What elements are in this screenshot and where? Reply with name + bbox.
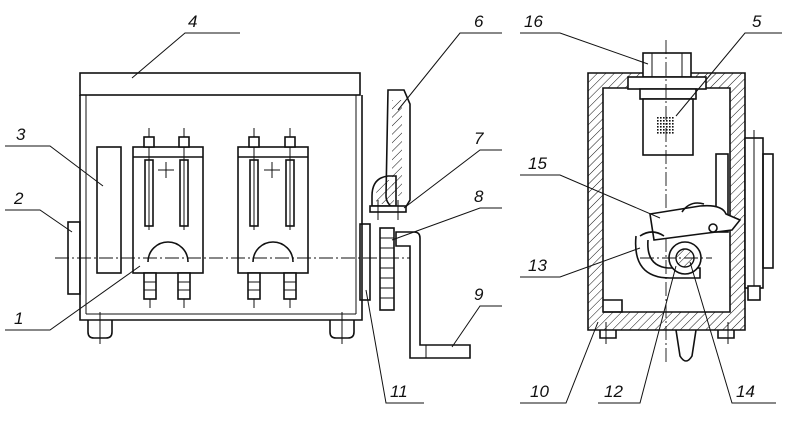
label-13: 13 (528, 256, 547, 275)
leader-lines (5, 32, 782, 404)
bearing (359, 223, 371, 301)
label-16: 16 (524, 12, 543, 31)
pendant (675, 329, 697, 362)
label-2: 2 (13, 189, 24, 208)
gear (379, 227, 395, 311)
side-section-view (587, 40, 774, 365)
front-view (55, 72, 471, 359)
module-1 (132, 128, 204, 308)
module-2 (237, 128, 309, 308)
label-1: 1 (14, 309, 23, 328)
label-6: 6 (474, 12, 484, 31)
lid (79, 72, 361, 96)
label-14: 14 (736, 382, 755, 401)
crank-handle (395, 231, 471, 359)
housing (79, 95, 363, 321)
knob (642, 52, 692, 78)
label-8: 8 (474, 187, 484, 206)
cam (634, 235, 701, 279)
lever (649, 204, 742, 241)
bolt (369, 205, 407, 213)
bracket-foot (371, 175, 397, 207)
label-15: 15 (528, 154, 547, 173)
vertical-bar (96, 146, 122, 274)
label-7: 7 (474, 129, 484, 148)
label-12: 12 (604, 382, 623, 401)
label-5: 5 (752, 12, 762, 31)
label-4: 4 (188, 12, 197, 31)
label-3: 3 (16, 125, 26, 144)
part-labels: 4 3 2 1 6 7 8 9 11 16 5 15 13 10 12 14 (13, 12, 762, 401)
label-10: 10 (530, 382, 549, 401)
label-9: 9 (474, 285, 484, 304)
label-11: 11 (390, 382, 408, 401)
